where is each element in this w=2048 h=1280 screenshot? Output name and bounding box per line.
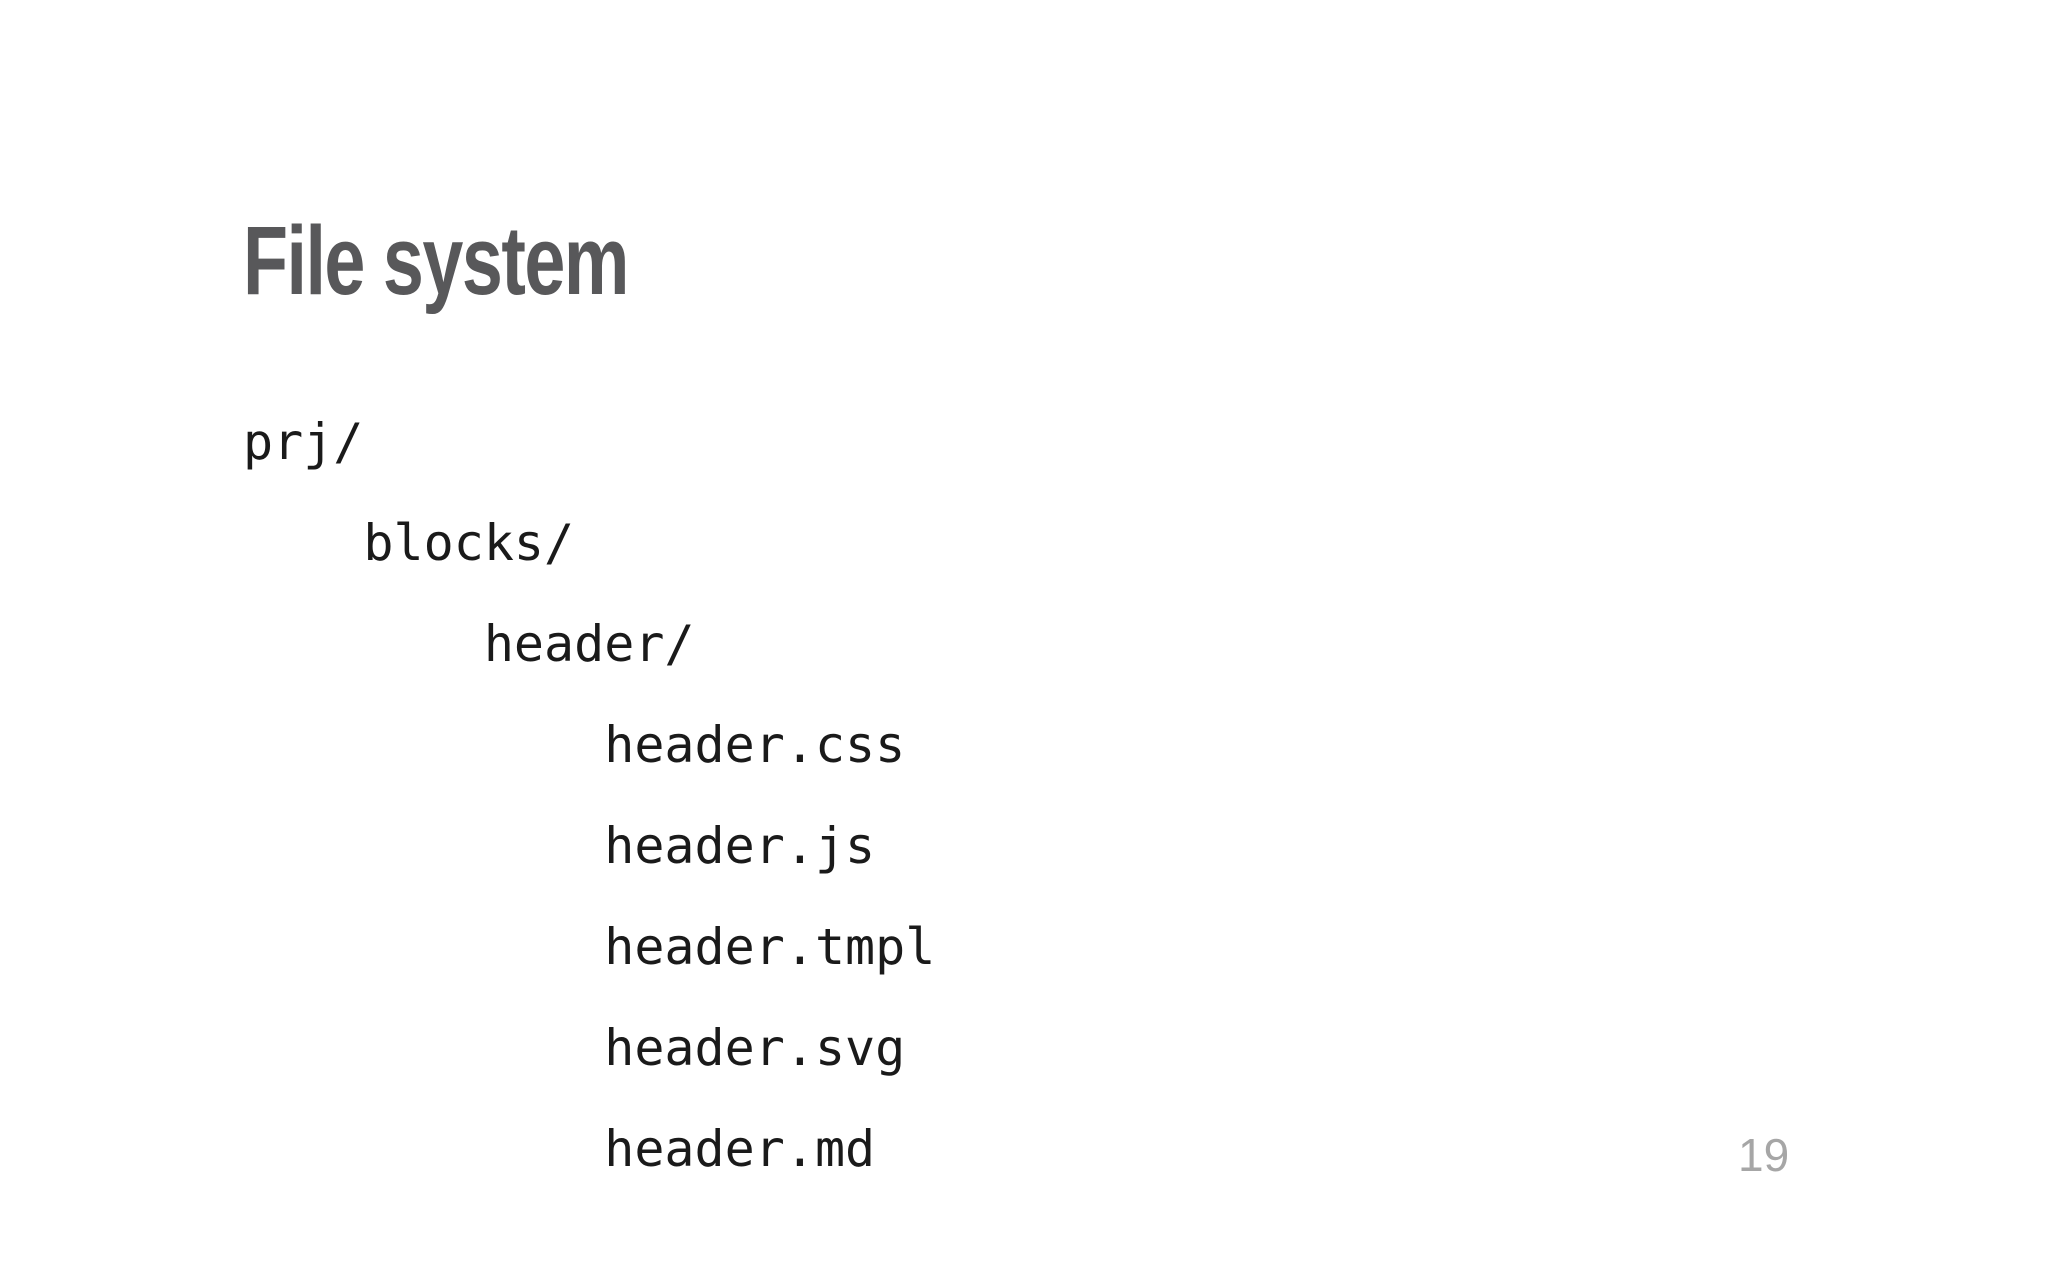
slide-title: File system — [243, 206, 629, 315]
file-tree-line-header-dir: header/ — [243, 615, 695, 673]
file-tree-line-prj: prj/ — [243, 413, 364, 471]
file-tree-line-header-js: header.js — [243, 817, 876, 875]
page-number: 19 — [1738, 1129, 1790, 1181]
file-tree-line-header-md: header.md — [243, 1120, 876, 1178]
file-tree-line-blocks: blocks/ — [243, 514, 575, 572]
file-tree-line-header-css: header.css — [243, 716, 906, 774]
file-tree: prj/ blocks/ header/ header.css header.j… — [243, 392, 935, 1200]
file-tree-line-header-svg: header.svg — [243, 1019, 906, 1077]
file-tree-line-header-tmpl: header.tmpl — [243, 918, 936, 976]
